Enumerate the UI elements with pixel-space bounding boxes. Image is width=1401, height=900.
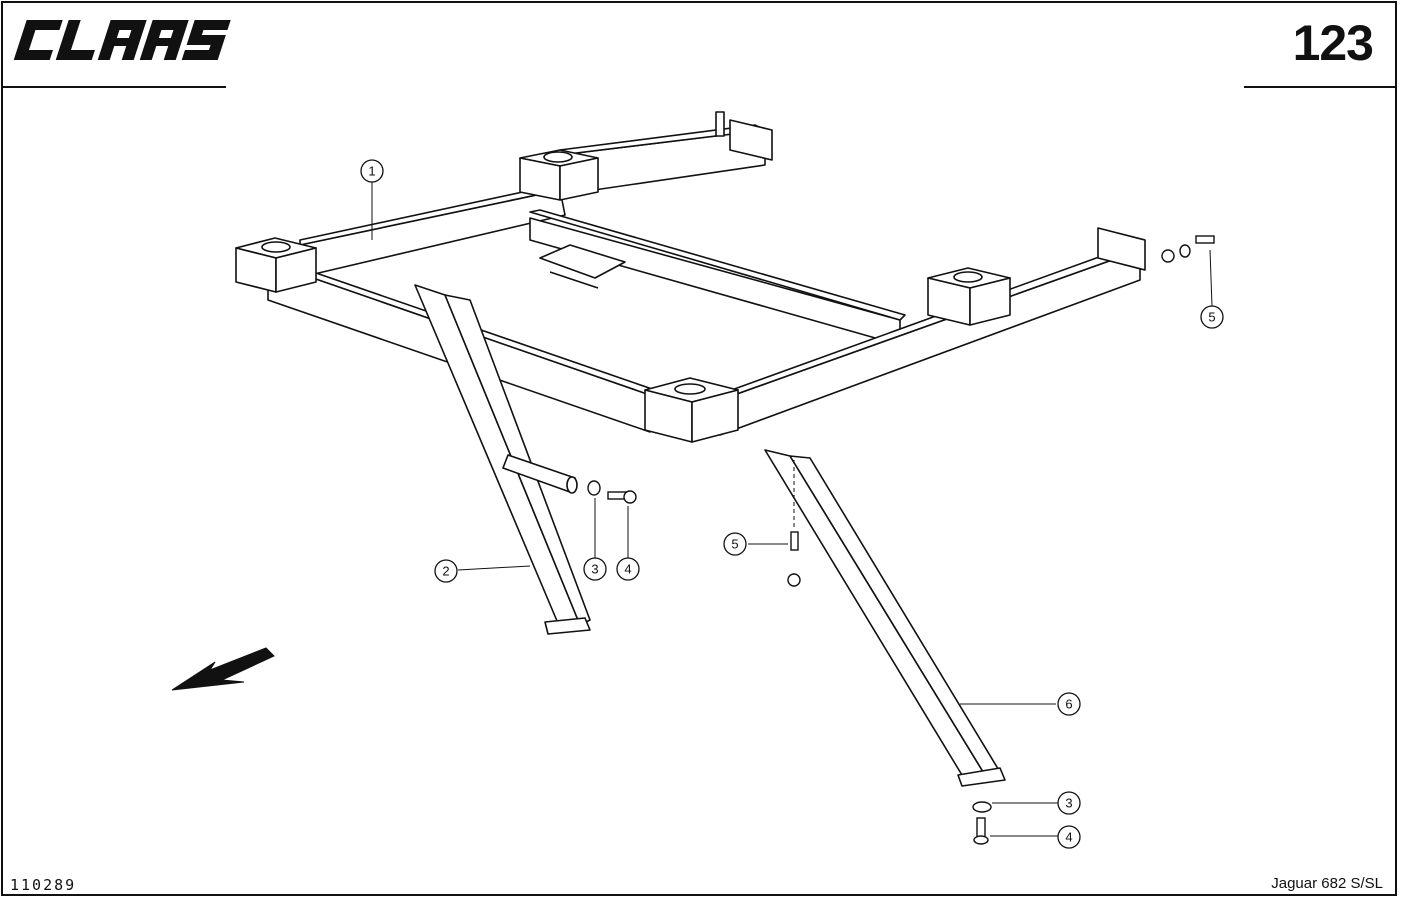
header-rule-left xyxy=(2,86,226,88)
callout-5b xyxy=(723,532,747,556)
claas-logo xyxy=(13,20,231,60)
callout-2 xyxy=(434,559,458,583)
leg-right-foot xyxy=(957,767,1006,787)
callout-4b-label: 4 xyxy=(1065,830,1072,845)
nut-5b xyxy=(787,573,801,587)
frame-right-rail-top xyxy=(714,243,1141,401)
direction-arrow-icon xyxy=(171,647,275,691)
callout-1-label: 1 xyxy=(368,164,375,179)
bolt-4b xyxy=(976,817,986,839)
callout-5a-label: 5 xyxy=(1208,310,1215,325)
rear-tab xyxy=(715,111,725,137)
leg-right-side xyxy=(789,455,1001,776)
washer-3b xyxy=(972,801,992,813)
mount-block-rear xyxy=(519,149,599,201)
callout-3a xyxy=(583,557,607,581)
right-end-plate xyxy=(1097,227,1146,271)
callout-3b xyxy=(1057,791,1081,815)
callout-6-label: 6 xyxy=(1065,697,1072,712)
frame-middle-rail xyxy=(529,217,901,346)
callout-3a-label: 3 xyxy=(591,562,598,577)
washer-5a xyxy=(1179,244,1191,258)
callout-2-label: 2 xyxy=(442,564,449,579)
drawing-number: 110289 xyxy=(10,876,77,894)
washer-3a xyxy=(587,480,601,496)
page-number: 123 xyxy=(1292,15,1374,71)
leg-left-foot xyxy=(544,617,591,635)
mount-block-left xyxy=(235,237,317,293)
mount-block-front xyxy=(644,377,739,443)
callout-3b-label: 3 xyxy=(1065,796,1072,811)
center-bracket xyxy=(539,244,626,279)
mount-block-right xyxy=(927,267,1011,326)
callout-4b xyxy=(1057,825,1081,849)
callout-6 xyxy=(1057,692,1081,716)
callout-4a-label: 4 xyxy=(624,562,631,577)
bolt-5b xyxy=(790,531,799,551)
rear-end-plate xyxy=(729,119,773,161)
nut-5a xyxy=(1161,249,1175,263)
frame-middle-rail-top xyxy=(529,209,906,321)
bolt-5a xyxy=(1195,235,1215,244)
leg-right xyxy=(764,449,986,781)
model-label: Jaguar 682 S/SL xyxy=(1271,875,1383,892)
callout-5b-label: 5 xyxy=(731,537,738,552)
callout-1 xyxy=(360,159,384,183)
callout-4a xyxy=(616,557,640,581)
header-rule-right xyxy=(1244,86,1396,88)
callout-5a xyxy=(1200,305,1224,329)
